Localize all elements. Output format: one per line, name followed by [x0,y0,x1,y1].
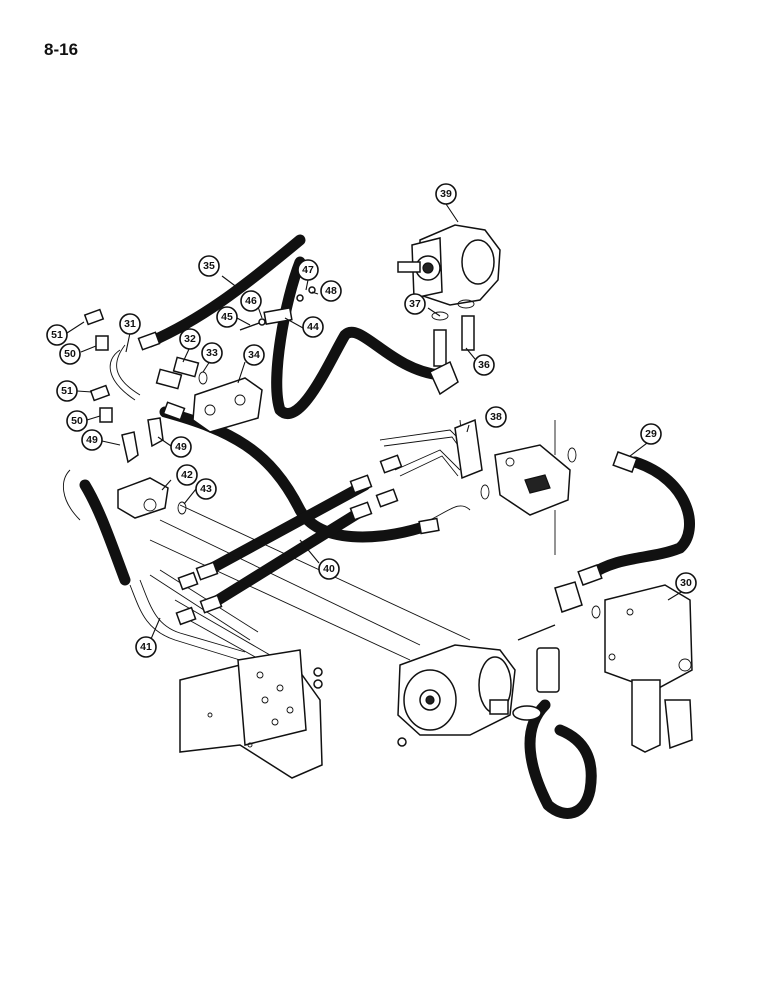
callout-42: 42 [176,464,198,486]
svg-text:50: 50 [71,415,83,427]
callout-33: 33 [201,342,223,364]
callout-51-lower: 51 [56,380,78,402]
callout-29: 29 [640,423,662,445]
svg-text:29: 29 [645,428,657,440]
callout-46: 46 [240,290,262,312]
svg-text:44: 44 [307,321,319,333]
callout-50-upper: 50 [59,343,81,365]
callout-36: 36 [473,354,495,376]
svg-text:45: 45 [221,311,233,323]
svg-text:43: 43 [200,483,212,495]
callout-35: 35 [198,255,220,277]
flow-divider [480,420,577,555]
parts [83,224,693,779]
svg-text:50: 50 [64,348,76,360]
callout-51-upper: 51 [46,324,68,346]
callout-31: 31 [119,313,141,335]
callout-49-left: 49 [81,429,103,451]
svg-text:41: 41 [140,641,152,653]
svg-text:33: 33 [206,347,218,359]
callout-44: 44 [302,316,324,338]
svg-text:47: 47 [302,264,314,276]
svg-text:51: 51 [51,329,63,341]
svg-text:49: 49 [86,434,98,446]
valve-bracket [179,649,323,779]
hoses [79,234,695,819]
callout-38: 38 [485,406,507,428]
svg-text:48: 48 [325,285,337,297]
svg-text:49: 49 [175,441,187,453]
svg-text:36: 36 [478,359,490,371]
svg-text:51: 51 [61,385,73,397]
svg-text:30: 30 [680,577,692,589]
leader-lines [66,203,687,640]
callout-50-lower: 50 [66,410,88,432]
gear-pump-lower [397,644,516,736]
callout-49-right: 49 [170,436,192,458]
svg-text:31: 31 [124,318,136,330]
svg-text:40: 40 [323,563,335,575]
svg-text:34: 34 [248,349,260,361]
callout-48: 48 [320,280,342,302]
svg-text:32: 32 [184,333,196,345]
svg-text:37: 37 [409,298,421,310]
svg-text:46: 46 [245,295,257,307]
callout-32: 32 [179,328,201,350]
callout-47: 47 [297,259,319,281]
callout-43: 43 [195,478,217,500]
callout-39: 39 [435,183,457,205]
callout-30: 30 [675,572,697,594]
callout-37: 37 [404,293,426,315]
callout-40: 40 [318,558,340,580]
svg-text:42: 42 [181,469,193,481]
page-number: 8-16 [44,40,79,59]
svg-text:39: 39 [440,188,452,200]
callout-45: 45 [216,306,238,328]
svg-text:35: 35 [203,260,215,272]
callout-41: 41 [135,636,157,658]
control-valve [604,584,693,753]
svg-text:38: 38 [490,411,502,423]
callout-34: 34 [243,344,265,366]
gear-pump-upper [397,224,501,306]
